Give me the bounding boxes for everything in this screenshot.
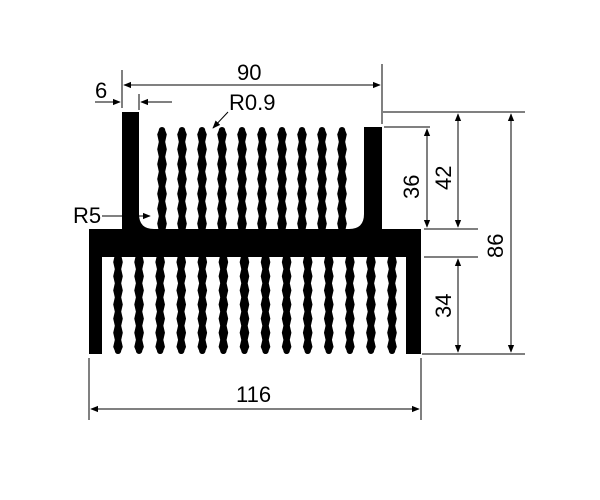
lower-fin xyxy=(239,255,250,354)
upper-left-wall xyxy=(122,112,139,232)
upper-fin xyxy=(257,126,267,231)
upper-fins xyxy=(157,126,347,231)
dimension-lines xyxy=(88,64,525,420)
lower-fin xyxy=(218,255,229,354)
lower-left-wall xyxy=(89,250,102,354)
lower-fin xyxy=(302,255,313,354)
right-fillet xyxy=(349,214,364,229)
lower-fin xyxy=(197,255,208,354)
upper-fin xyxy=(177,127,187,231)
lower-fin xyxy=(345,255,355,354)
dim-r09-leader xyxy=(212,111,229,129)
upper-fin xyxy=(217,127,227,231)
dim-36-label: 36 xyxy=(399,175,424,199)
lower-fin xyxy=(366,255,376,354)
lower-fin xyxy=(155,255,165,354)
upper-fin xyxy=(297,126,307,231)
lower-fin xyxy=(113,255,123,354)
upper-fin xyxy=(277,126,287,231)
lower-fin xyxy=(134,255,144,354)
dim-34-label: 34 xyxy=(431,294,456,318)
lower-fin xyxy=(176,255,187,354)
upper-fin xyxy=(197,127,207,231)
lower-fin xyxy=(281,255,292,354)
left-fillet xyxy=(139,214,154,229)
upper-fin xyxy=(317,126,327,231)
dim-r5-label: R5 xyxy=(73,203,101,228)
lower-right-wall xyxy=(406,250,421,354)
lower-fin xyxy=(387,255,397,354)
lower-fin xyxy=(323,255,334,354)
dim-86-label: 86 xyxy=(483,234,508,258)
upper-right-wall xyxy=(364,127,382,231)
dim-42-label: 42 xyxy=(431,166,456,190)
dim-90-label: 90 xyxy=(237,60,261,85)
upper-fin xyxy=(157,127,167,231)
upper-fin xyxy=(337,126,347,231)
dim-116-label: 116 xyxy=(236,382,271,407)
lower-fin xyxy=(260,255,271,354)
dim-r09-label: R0.9 xyxy=(229,90,275,115)
lower-fins xyxy=(113,255,397,354)
base-plate xyxy=(89,229,421,257)
dim-6-label: 6 xyxy=(95,78,107,103)
upper-fin xyxy=(237,127,247,231)
heatsink-body xyxy=(89,112,421,354)
